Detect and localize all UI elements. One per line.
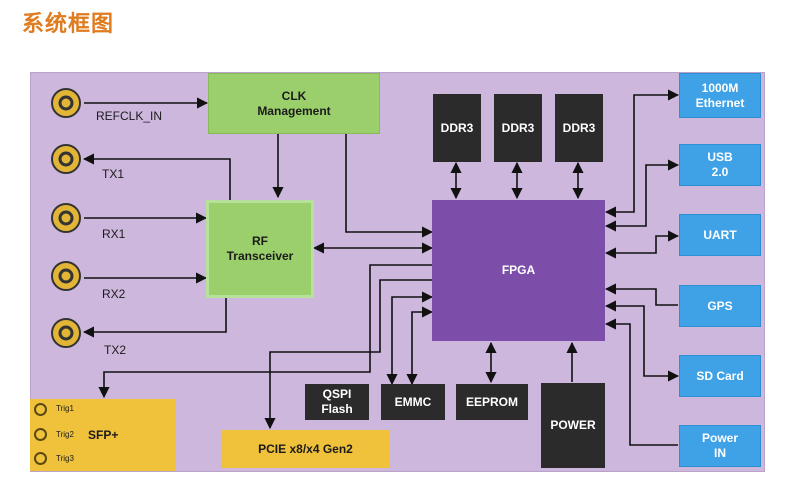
trig3-connector-icon [34, 452, 47, 465]
trig3-label: Trig3 [56, 454, 74, 463]
tx2-connector-icon [51, 318, 81, 348]
port-label-rx1: RX1 [102, 227, 126, 241]
sd-card-block: SD Card [679, 355, 761, 397]
antenna-connectors [51, 88, 81, 348]
rf-transceiver-block: RF Transceiver [206, 200, 314, 298]
ddr3-block-1: DDR3 [433, 94, 481, 162]
uart-block: UART [679, 214, 761, 256]
port-label-tx1: TX1 [102, 167, 125, 181]
gps-block: GPS [679, 285, 761, 327]
port-label-rx2: RX2 [102, 287, 126, 301]
clk-management-block: CLK Management [208, 73, 380, 134]
trig2-connector-icon [34, 428, 47, 441]
ethernet-block: 1000M Ethernet [679, 73, 761, 118]
power-in-block: Power IN [679, 425, 761, 467]
rx2-connector-icon [51, 261, 81, 291]
power-block: POWER [541, 383, 605, 468]
refclk-connector-icon [51, 88, 81, 118]
ddr3-block-2: DDR3 [494, 94, 542, 162]
sfp-label: SFP+ [88, 428, 119, 442]
eeprom-block: EEPROM [456, 384, 528, 420]
usb-block: USB 2.0 [679, 144, 761, 186]
fpga-block: FPGA [432, 200, 605, 341]
pcie-block: PCIE x8/x4 Gen2 [221, 430, 390, 468]
trig1-label: Trig1 [56, 404, 74, 413]
rx1-connector-icon [51, 203, 81, 233]
emmc-block: EMMC [381, 384, 445, 420]
ddr3-block-3: DDR3 [555, 94, 603, 162]
port-label-tx2: TX2 [104, 343, 127, 357]
port-label-refclk: REFCLK_IN [96, 109, 163, 123]
qspi-flash-block: QSPI Flash [305, 384, 369, 420]
page-title: 系统框图 [22, 12, 115, 37]
sfp-block: SFP+ [30, 399, 176, 471]
trig1-connector-icon [34, 403, 47, 416]
tx1-connector-icon [51, 144, 81, 174]
trig2-label: Trig2 [56, 430, 74, 439]
